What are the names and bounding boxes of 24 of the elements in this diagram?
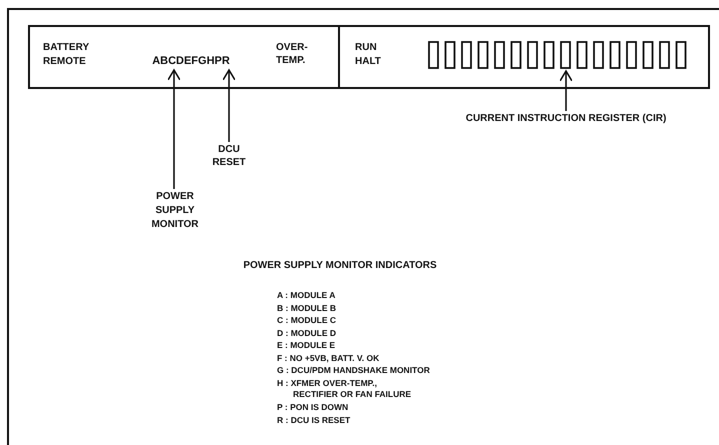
legend-entry: A : MODULE A	[277, 290, 336, 301]
legend-entry: C : MODULE C	[277, 315, 336, 326]
indicator-label: HALT	[355, 55, 381, 68]
legend-entry: R : DCU IS RESET	[277, 414, 350, 426]
legend-entry: D : MODULE D	[277, 328, 336, 338]
legend-entry: B : MODULE B	[277, 302, 336, 314]
legend-entry: P : PON IS DOWN	[277, 402, 348, 413]
indicator-label: OVER- TEMP.	[276, 41, 309, 67]
leader-text: DCU RESET	[208, 143, 250, 171]
leader-arrow	[167, 69, 181, 189]
legend-entry: H : XFMER OVER-TEMP., RECTIFIER OR FAN FAILURE	[277, 378, 412, 400]
indicator-label: BATTERY	[43, 41, 90, 54]
legend-entry: F : NO +5VB, BATT. V. OK	[277, 352, 380, 364]
legend-entry: G : DCU/PDM HANDSHAKE MONITOR	[277, 365, 430, 376]
leader-text: POWER SUPPLY MONITOR	[140, 190, 210, 232]
legend-entry: E : MODULE E	[277, 340, 336, 351]
indicator-label: RUN	[355, 41, 377, 54]
legend-title: POWER SUPPLY MONITOR INDICATORS	[242, 259, 438, 272]
indicator-letters: ABCDEFGHPR	[145, 55, 237, 69]
display-panel	[28, 25, 710, 89]
leader-text: CURRENT INSTRUCTION REGISTER (CIR)	[446, 112, 686, 140]
leader-arrow	[559, 70, 573, 111]
indicator-label: REMOTE	[43, 55, 86, 68]
leader-arrow	[222, 69, 236, 142]
